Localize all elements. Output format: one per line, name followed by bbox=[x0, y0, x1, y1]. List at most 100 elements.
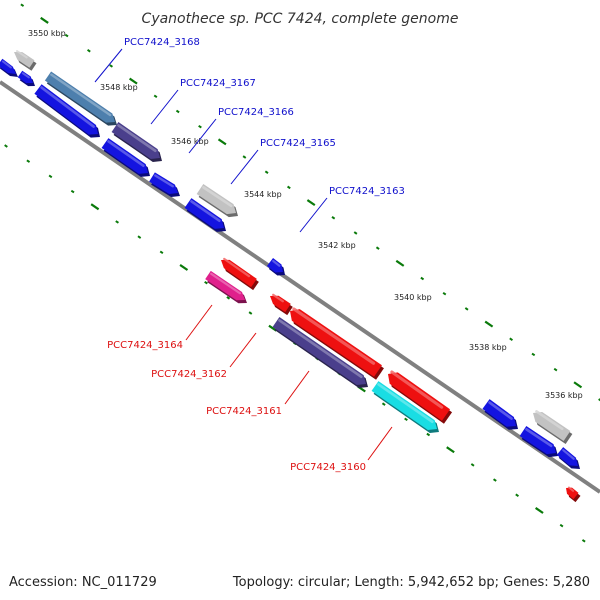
outer-tick bbox=[128, 77, 138, 85]
kbp-marker-label: 3544 kbp bbox=[244, 190, 282, 199]
inner-tick bbox=[179, 264, 189, 271]
genome-summary-text: Topology: circular; Length: 5,942,652 bp… bbox=[232, 575, 590, 590]
gene-red-tiny-bottom[interactable] bbox=[566, 486, 581, 503]
kbp-marker-label: 3548 kbp bbox=[100, 83, 138, 92]
gene-grey-top-left[interactable] bbox=[14, 50, 37, 71]
gene-label-leader-line bbox=[94, 48, 123, 83]
inner-tick bbox=[446, 446, 455, 454]
gene-grey-right[interactable] bbox=[533, 410, 573, 444]
gene-labels: PCC7424_3168PCC7424_3167PCC7424_3166PCC7… bbox=[94, 37, 405, 473]
inner-tick bbox=[559, 523, 564, 528]
gene-3163[interactable] bbox=[266, 258, 285, 276]
gene-3160[interactable] bbox=[371, 381, 439, 433]
outer-tick bbox=[40, 16, 49, 24]
outer-tick bbox=[353, 231, 358, 235]
inner-tick bbox=[4, 144, 8, 148]
inner-tick bbox=[381, 402, 386, 406]
outer-tick bbox=[242, 155, 247, 159]
gene-blue-left-2[interactable] bbox=[17, 70, 35, 87]
gene-3168[interactable] bbox=[44, 71, 117, 126]
gene-label[interactable]: PCC7424_3165 bbox=[260, 138, 336, 149]
inner-tick bbox=[137, 235, 142, 239]
kbp-markers: 3550 kbp 3548 kbp 3546 kbp 3544 kbp 3542 kbp… bbox=[28, 29, 583, 400]
gene-blue-right-1[interactable] bbox=[482, 399, 518, 430]
inner-tick bbox=[204, 280, 208, 285]
outer-tick bbox=[395, 259, 405, 267]
kbp-marker-label: 3542 kbp bbox=[318, 241, 356, 250]
inner-tick bbox=[90, 203, 100, 211]
gene-label[interactable]: PCC7424_3167 bbox=[180, 78, 256, 89]
inner-tick bbox=[159, 250, 164, 255]
outer-tick bbox=[553, 367, 558, 372]
outer-tick bbox=[573, 381, 583, 389]
inner-tick bbox=[248, 311, 253, 315]
gene-label-leader-line bbox=[299, 197, 328, 233]
outer-tick bbox=[420, 276, 425, 281]
outer-tick bbox=[531, 352, 536, 357]
gene-red-small-top[interactable] bbox=[221, 257, 259, 291]
inner-tick bbox=[70, 189, 75, 194]
outer-tick bbox=[87, 49, 91, 53]
inner-tick bbox=[26, 159, 31, 163]
gene-label-leader-line bbox=[284, 370, 310, 405]
gene-label-leader-line bbox=[229, 332, 257, 368]
outer-tick bbox=[64, 33, 69, 38]
inner-tick bbox=[226, 296, 231, 300]
outer-tick bbox=[109, 64, 113, 68]
outer-tick bbox=[464, 307, 469, 311]
gene-label[interactable]: PCC7424_3163 bbox=[329, 186, 405, 197]
outer-tick bbox=[175, 109, 180, 114]
gene-label-leader-line bbox=[185, 304, 213, 341]
gene-3164[interactable] bbox=[205, 270, 247, 304]
kbp-marker-label: 3538 kbp bbox=[469, 343, 507, 352]
inner-tick bbox=[115, 220, 119, 224]
gene-blue-right-2[interactable] bbox=[519, 426, 558, 458]
gene-features bbox=[0, 50, 581, 503]
kbp-marker-label: 3540 kbp bbox=[394, 293, 432, 302]
outer-tick bbox=[306, 199, 316, 207]
gene-label[interactable]: PCC7424_3160 bbox=[290, 462, 366, 473]
inner-tick bbox=[515, 493, 519, 497]
gene-blue-left-1[interactable] bbox=[0, 58, 18, 77]
inner-tick bbox=[470, 463, 475, 467]
gene-blue-right-3[interactable] bbox=[556, 447, 580, 469]
outer-tick bbox=[198, 124, 202, 129]
gene-red-small-mid[interactable] bbox=[270, 293, 293, 316]
accession-text: Accession: NC_011729 bbox=[9, 575, 157, 590]
gene-blue-long[interactable] bbox=[34, 84, 100, 138]
outer-tick bbox=[484, 320, 494, 328]
outer-tick bbox=[442, 291, 447, 296]
gene-3162[interactable] bbox=[290, 307, 384, 380]
kbp-marker-label: 3536 kbp bbox=[545, 391, 583, 400]
gene-3161[interactable] bbox=[272, 317, 368, 388]
map-title: Cyanothece sp. PCC 7424, complete genome bbox=[142, 11, 459, 27]
gene-blue-4[interactable] bbox=[149, 172, 180, 198]
gene-blue-5[interactable] bbox=[184, 198, 226, 232]
genome-backbone bbox=[0, 80, 600, 494]
inner-tick bbox=[534, 506, 544, 514]
outer-tick bbox=[331, 216, 336, 220]
gene-label[interactable]: PCC7424_3164 bbox=[107, 340, 183, 351]
gene-label[interactable]: PCC7424_3168 bbox=[124, 37, 200, 48]
kbp-marker-label: 3550 kbp bbox=[28, 29, 66, 38]
gene-label-leader-line bbox=[367, 426, 393, 461]
gene-3167[interactable] bbox=[111, 122, 162, 162]
inner-tick bbox=[493, 478, 497, 482]
outer-tick bbox=[217, 138, 227, 146]
inner-tick bbox=[581, 539, 586, 543]
gene-blue-3[interactable] bbox=[101, 138, 150, 177]
gene-red-right[interactable] bbox=[388, 370, 453, 424]
gene-label[interactable]: PCC7424_3162 bbox=[151, 369, 227, 380]
gene-label[interactable]: PCC7424_3166 bbox=[218, 107, 294, 118]
outer-tick bbox=[509, 337, 513, 341]
gene-label-leader-line bbox=[188, 118, 217, 154]
gene-3165[interactable] bbox=[196, 184, 238, 218]
inner-tick bbox=[426, 432, 431, 437]
gene-label-leader-line bbox=[230, 149, 259, 185]
inner-tick bbox=[404, 417, 408, 422]
outer-tick bbox=[287, 185, 291, 190]
gene-label[interactable]: PCC7424_3161 bbox=[206, 406, 282, 417]
kbp-marker-label: 3546 kbp bbox=[171, 137, 209, 146]
outer-tick bbox=[153, 94, 158, 99]
